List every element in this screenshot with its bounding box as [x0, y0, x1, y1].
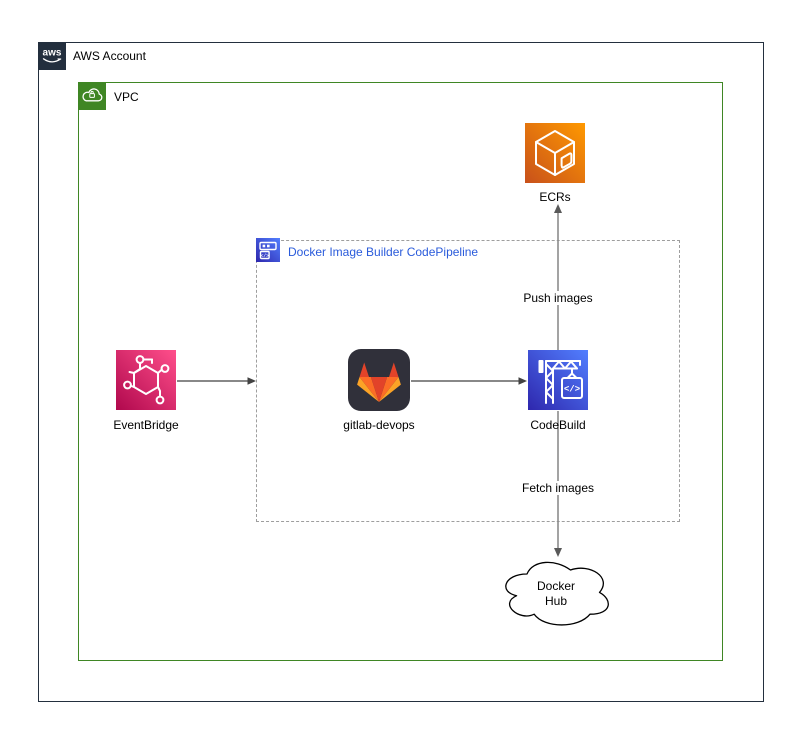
codebuild-icon[interactable]: </> — [528, 350, 588, 410]
vpc-label: VPC — [114, 90, 139, 104]
ecr-icon[interactable] — [525, 123, 585, 183]
codepipeline-icon: </> — [256, 238, 280, 262]
edge-label-fetch-images: Fetch images — [519, 481, 597, 495]
edge-label-push-images: Push images — [521, 291, 595, 305]
dockerhub-cloud-shape[interactable] — [498, 555, 614, 631]
aws-account-label: AWS Account — [73, 49, 146, 63]
dockerhub-label-line1: Docker — [536, 579, 575, 593]
aws-account-group[interactable] — [38, 42, 764, 702]
eventbridge-label: EventBridge — [113, 418, 179, 432]
aws-logo-text: aws — [43, 48, 62, 59]
aws-logo-icon: aws — [38, 42, 66, 70]
codebuild-label: CodeBuild — [530, 418, 586, 432]
codepipeline-code-glyph: </> — [261, 253, 270, 259]
codepipeline-title: Docker Image Builder CodePipeline — [288, 245, 479, 259]
vpc-group[interactable] — [78, 82, 723, 661]
vpc-cloud-lock-icon — [78, 82, 106, 110]
dockerhub-label: Docker Hub — [498, 579, 614, 609]
codebuild-code-glyph: </> — [564, 385, 580, 395]
gitlab-label: gitlab-devops — [343, 418, 415, 432]
dockerhub-label-line2: Hub — [544, 594, 567, 608]
gitlab-icon[interactable] — [348, 349, 410, 411]
codepipeline-group[interactable] — [256, 240, 680, 522]
ecr-label: ECRs — [539, 190, 571, 204]
eventbridge-icon[interactable] — [116, 350, 176, 410]
